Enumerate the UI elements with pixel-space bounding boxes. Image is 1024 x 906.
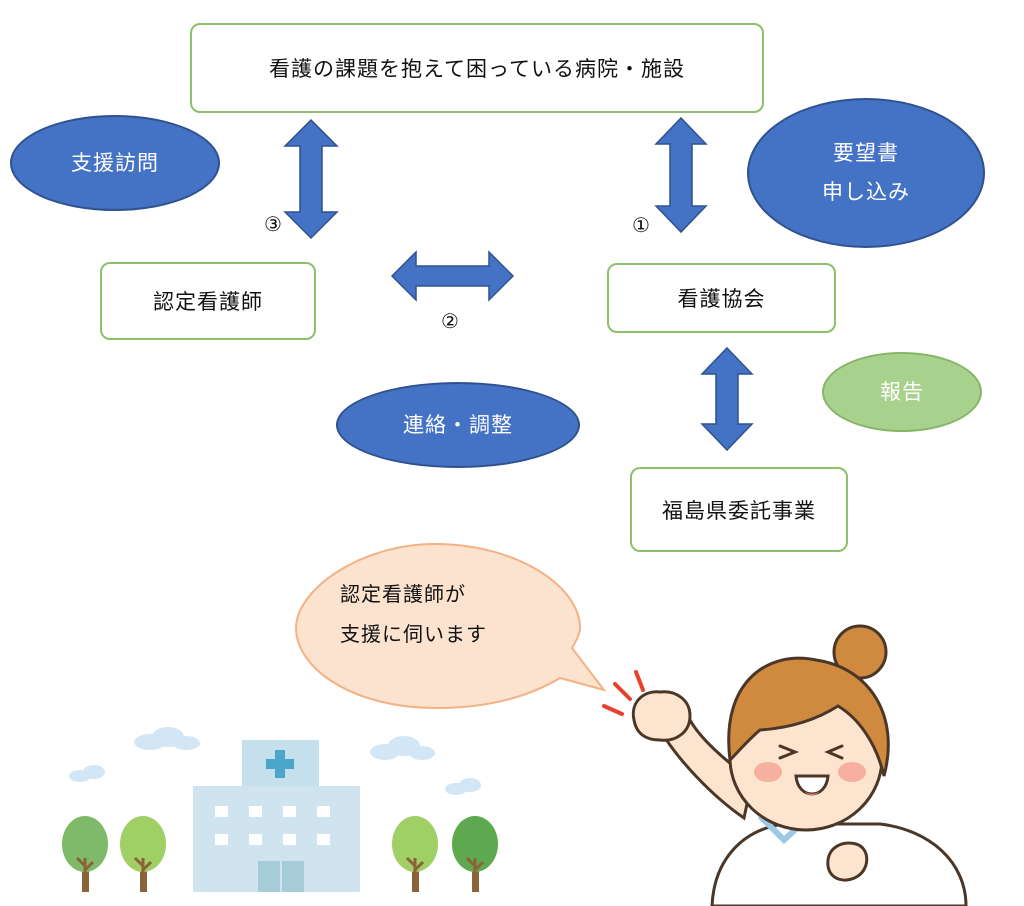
prefecture-project-box: 福島県委託事業 (630, 467, 848, 552)
nursing-association-box: 看護協会 (607, 263, 836, 333)
double-arrow-1 (654, 116, 708, 234)
step-number-1: ① (632, 213, 650, 237)
certified-nurse-box: 認定看護師 (100, 262, 316, 340)
speech-bubble (294, 542, 607, 710)
double-arrow-2 (390, 250, 515, 302)
double-arrow-report (700, 346, 754, 452)
contact-label: 連絡・調整 (403, 412, 513, 437)
support-visit-label: 支援訪問 (71, 150, 159, 175)
support-visit-oval: 支援訪問 (10, 115, 220, 211)
request-label-line2: 申し込み (822, 180, 910, 204)
report-oval: 報告 (822, 352, 982, 432)
prefecture-project-box-label: 福島県委託事業 (662, 498, 816, 523)
step-number-3: ③ (264, 212, 282, 236)
nursing-association-box-label: 看護協会 (677, 287, 766, 311)
step-number-2: ② (441, 309, 459, 333)
speech-line-1: 認定看護師が (340, 582, 466, 606)
hospital-box-label: 看護の課題を抱えて困っている病院・施設 (269, 57, 685, 81)
request-oval: 要望書 申し込み (747, 98, 985, 248)
contact-oval: 連絡・調整 (336, 382, 580, 468)
report-label: 報告 (880, 379, 924, 404)
hospital-box: 看護の課題を抱えて困っている病院・施設 (190, 23, 764, 113)
speech-line-2: 支援に伺います (340, 622, 487, 646)
certified-nurse-box-label: 認定看護師 (153, 290, 263, 314)
nurse-illustration (602, 624, 968, 906)
request-label-line1: 要望書 (833, 141, 899, 166)
speech-bubble-text: 認定看護師が 支援に伺います (340, 574, 487, 654)
double-arrow-3 (283, 118, 339, 240)
hospital-illustration (62, 727, 498, 892)
